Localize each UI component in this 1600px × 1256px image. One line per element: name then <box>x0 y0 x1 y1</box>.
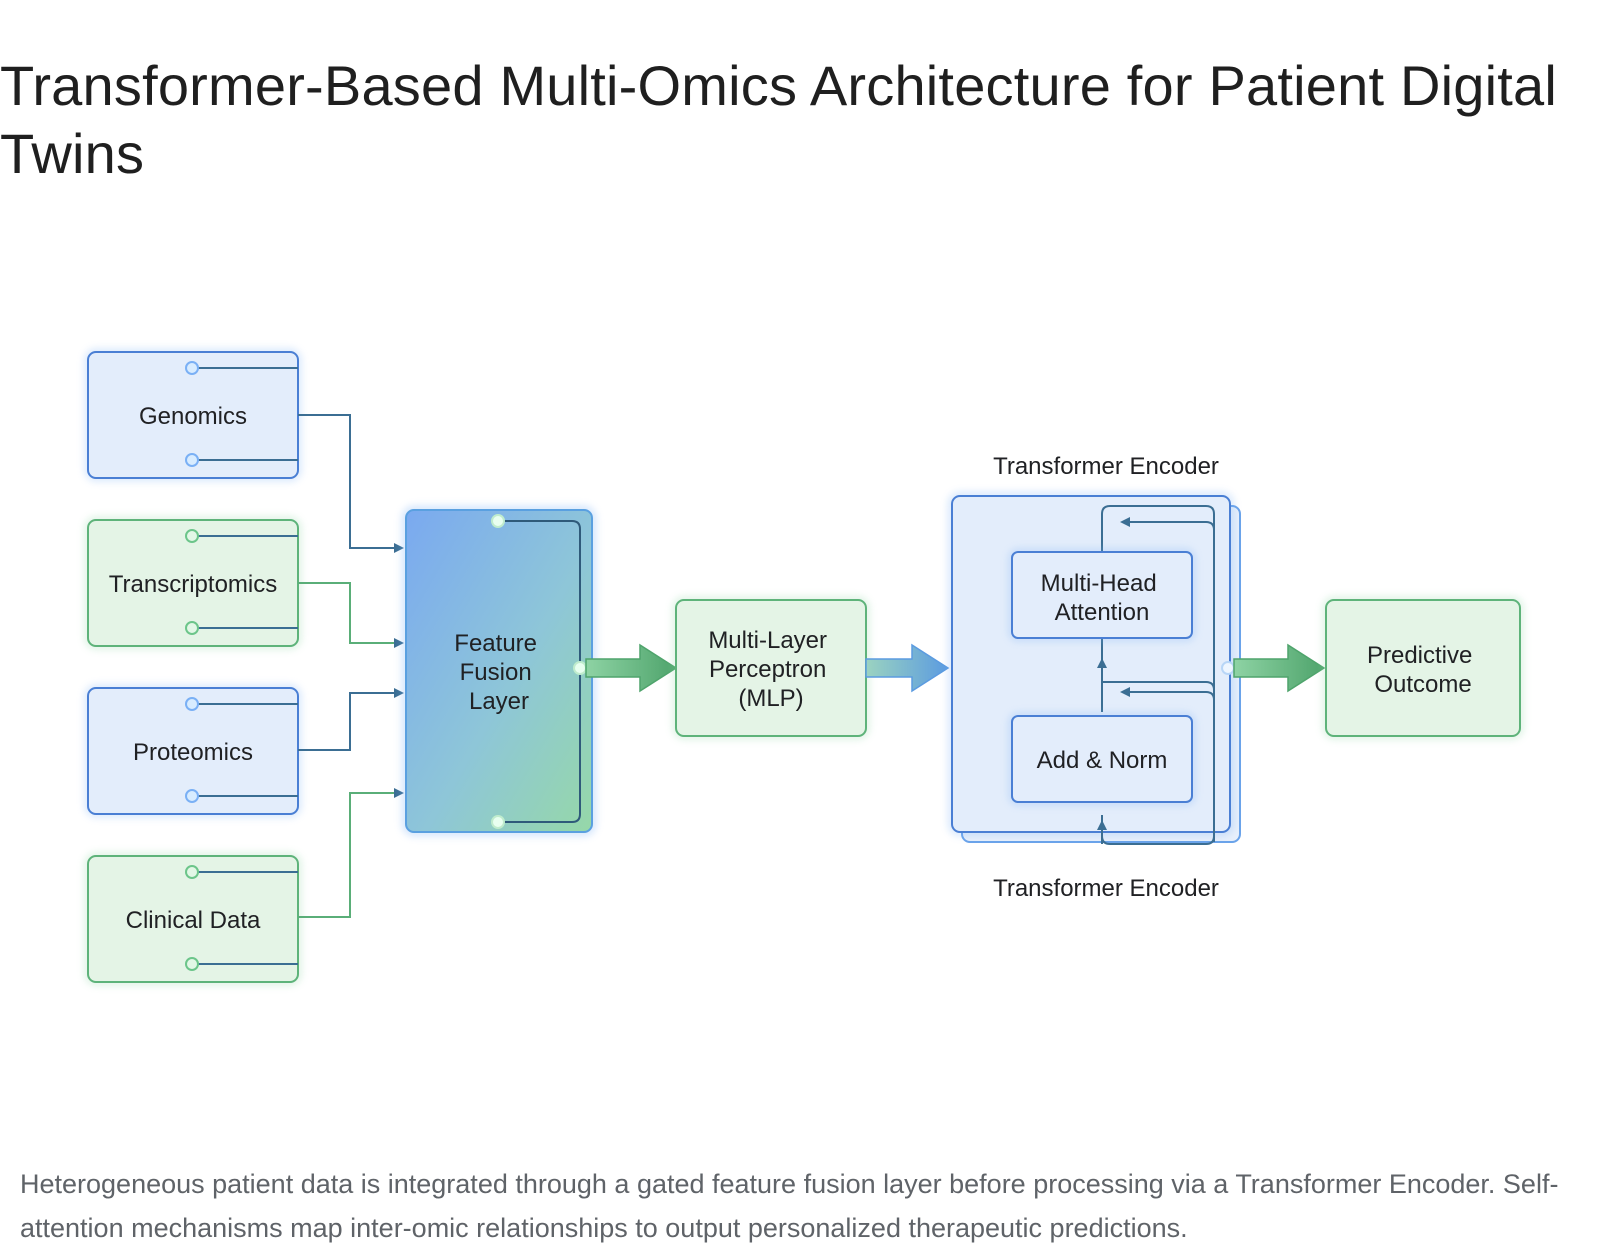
input-connectors <box>298 414 404 918</box>
add-norm-block: Add & Norm <box>1009 713 1195 805</box>
port-icon <box>185 789 199 803</box>
mlp-label-line-1: Multi-Layer <box>708 627 827 654</box>
port-icon <box>185 865 199 879</box>
svg-text:Multi-Layer Perceptron: Multi-Layer Perceptron (MLP) <box>708 627 833 712</box>
connector-proteomics <box>298 688 404 751</box>
architecture-diagram: Genomics Transcriptomics Proteomics Clin… <box>85 349 1523 985</box>
input-label-transcriptomics: Transcriptomics <box>109 571 277 598</box>
outcome-label-line-2: Outcome <box>1374 671 1471 698</box>
predictive-outcome-node: Predictive Outcome <box>1323 597 1523 739</box>
connector-clinical-data <box>298 788 404 918</box>
port-icon <box>573 661 587 675</box>
port-icon <box>185 621 199 635</box>
input-label-clinical-data: Clinical Data <box>126 907 261 934</box>
add-norm-label: Add & Norm <box>1037 747 1168 774</box>
port-icon <box>491 815 505 829</box>
fusion-label-line-1: Feature <box>454 630 537 657</box>
encoder-top-label: Transformer Encoder <box>993 453 1219 480</box>
encoder-to-output-arrow <box>1233 643 1326 693</box>
transformer-encoder: Transformer Encoder Multi-Head Attention <box>948 453 1241 902</box>
figure-caption: Heterogeneous patient data is integrated… <box>20 1169 1559 1243</box>
mlp-label-line-3: (MLP) <box>738 685 803 712</box>
port-icon <box>185 453 199 467</box>
port-icon <box>185 361 199 375</box>
outcome-label-line-1: Predictive <box>1367 642 1472 669</box>
fusion-to-mlp-arrow <box>585 643 678 693</box>
input-node-clinical-data: Clinical Data <box>85 853 301 985</box>
mlp-to-encoder-arrow <box>865 643 950 693</box>
port-icon <box>185 957 199 971</box>
fusion-label-line-3: Layer <box>469 688 529 715</box>
svg-text:Feature Fusion Lay: Feature Fusion Layer <box>454 630 543 715</box>
input-node-proteomics: Proteomics <box>85 685 301 817</box>
port-icon <box>1221 661 1235 675</box>
input-label-genomics: Genomics <box>139 403 247 430</box>
port-icon <box>491 514 505 528</box>
port-icon <box>185 697 199 711</box>
svg-text:Multi-Head Attention: Multi-Head Attention <box>1041 570 1164 626</box>
svg-text:Predictive Outcome: Predictive Outcome <box>1367 642 1479 698</box>
attention-label-line-1: Multi-Head <box>1041 570 1157 597</box>
multi-head-attention-block: Multi-Head Attention <box>1009 549 1195 641</box>
feature-fusion-layer: Feature Fusion Layer <box>402 506 596 836</box>
fusion-label-line-2: Fusion <box>460 659 532 686</box>
encoder-bottom-label: Transformer Encoder <box>993 875 1219 902</box>
attention-label-line-2: Attention <box>1055 599 1150 626</box>
mlp-label-line-2: Perceptron <box>709 656 826 683</box>
connector-genomics <box>298 414 404 553</box>
input-node-genomics: Genomics <box>85 349 301 481</box>
port-icon <box>185 529 199 543</box>
input-node-transcriptomics: Transcriptomics <box>85 517 301 649</box>
mlp-node: Multi-Layer Perceptron (MLP) <box>673 597 869 739</box>
input-label-proteomics: Proteomics <box>133 739 253 766</box>
page-title: Transformer-Based Multi-Omics Architectu… <box>0 54 1558 185</box>
connector-transcriptomics <box>298 582 404 648</box>
